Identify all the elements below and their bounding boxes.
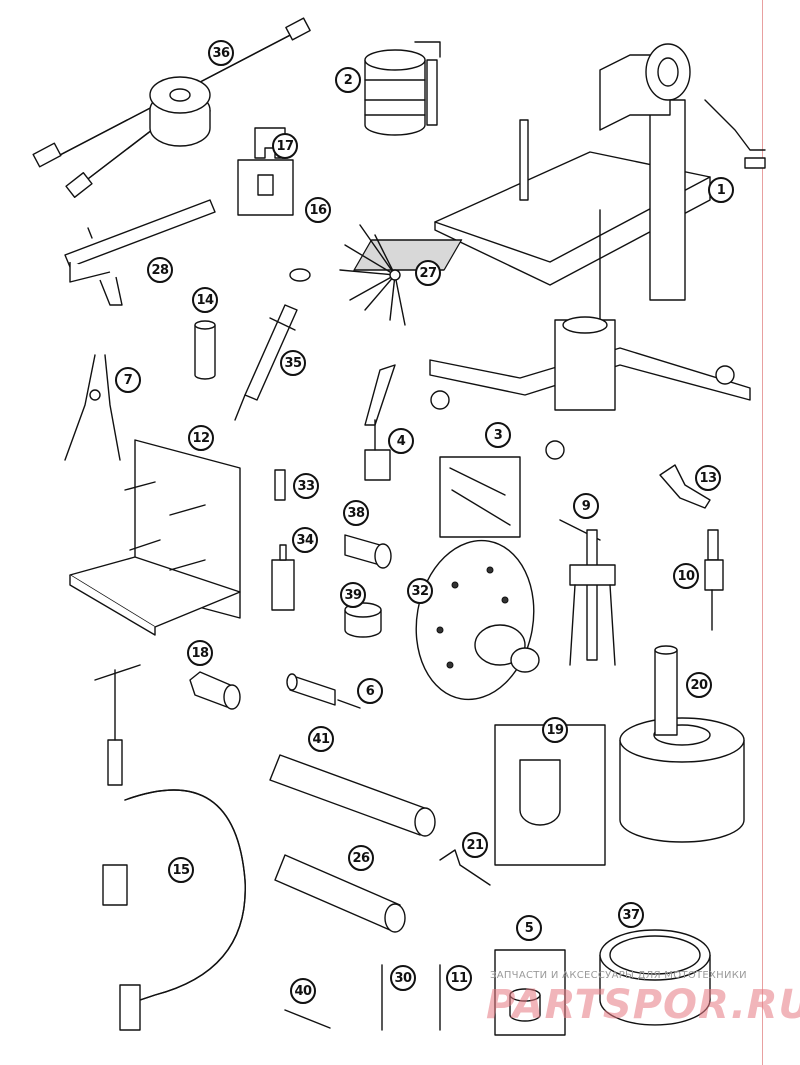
tool-12-angle-plate — [69, 439, 241, 636]
tool-13-knob — [659, 464, 711, 509]
callout-28: 28 — [147, 257, 173, 283]
tool-16-plate — [237, 159, 294, 216]
tool-2-ring-compressor — [364, 41, 441, 136]
callout-33: 33 — [293, 473, 319, 499]
tool-39-drift — [344, 602, 382, 638]
tool-6-drift — [286, 673, 361, 709]
tool-26-socket — [274, 854, 406, 933]
watermark-caption: ЗАПЧАСТИ И АКСЕССУАРЫ ДЛЯ МОТОТЕХНИКИ — [490, 970, 747, 981]
tool-41-drift — [269, 754, 436, 837]
callout-32: 32 — [407, 578, 433, 604]
callout-10: 10 — [673, 563, 699, 589]
callout-12: 12 — [188, 425, 214, 451]
callout-16: 16 — [305, 197, 331, 223]
tool-3-bolts — [439, 456, 521, 538]
callout-21: 21 — [462, 832, 488, 858]
callout-14: 14 — [192, 287, 218, 313]
callout-41: 41 — [308, 726, 334, 752]
callout-9: 9 — [573, 493, 599, 519]
callout-15: 15 — [168, 857, 194, 883]
tool-27-feeler-gauge — [339, 224, 406, 326]
tool-4-bracket — [364, 364, 396, 481]
callout-39: 39 — [340, 582, 366, 608]
tool-40-spring — [284, 1009, 331, 1029]
tool-28-holding-wrench — [64, 199, 216, 306]
callout-34: 34 — [292, 527, 318, 553]
tool-33-bottle — [274, 469, 286, 501]
tool-9-puller — [559, 519, 616, 666]
tool-18-adapter — [189, 671, 241, 710]
callout-2: 2 — [335, 67, 361, 93]
tool-35-syringe — [234, 268, 311, 421]
callout-13: 13 — [695, 465, 721, 491]
callout-7: 7 — [115, 367, 141, 393]
watermark-logo: PARTSPOR.RU — [486, 982, 800, 1028]
callout-36: 36 — [208, 40, 234, 66]
callout-18: 18 — [187, 640, 213, 666]
callout-27: 27 — [415, 260, 441, 286]
callout-20: 20 — [686, 672, 712, 698]
tool-21-key — [439, 849, 491, 886]
tool-36-puller — [32, 17, 311, 198]
page-margin-line — [762, 0, 763, 1065]
callout-37: 37 — [618, 902, 644, 928]
callout-19: 19 — [542, 717, 568, 743]
tool-34-loctite — [271, 544, 295, 611]
tool-32-puller-plate — [415, 539, 540, 701]
tool-19-u-plate — [494, 724, 606, 866]
tool-7-pliers — [64, 354, 121, 461]
callout-35: 35 — [280, 350, 306, 376]
callout-26: 26 — [348, 845, 374, 871]
callout-5: 5 — [516, 915, 542, 941]
tool-5-tool-set — [494, 949, 566, 1036]
tool-20-press — [619, 645, 745, 843]
callout-1: 1 — [708, 177, 734, 203]
tool-14-sleeve — [194, 320, 216, 380]
callout-11: 11 — [446, 965, 472, 991]
callout-17: 17 — [272, 133, 298, 159]
callout-4: 4 — [388, 428, 414, 454]
callout-6: 6 — [357, 678, 383, 704]
callout-30: 30 — [390, 965, 416, 991]
tool-15-valve-compressor — [94, 664, 246, 1031]
callout-3: 3 — [485, 422, 511, 448]
tool-38-drift — [344, 534, 392, 569]
tool-37-ring — [599, 929, 711, 1026]
tool-10-slide-hammer — [704, 529, 724, 631]
callout-40: 40 — [290, 978, 316, 1004]
callout-38: 38 — [343, 500, 369, 526]
